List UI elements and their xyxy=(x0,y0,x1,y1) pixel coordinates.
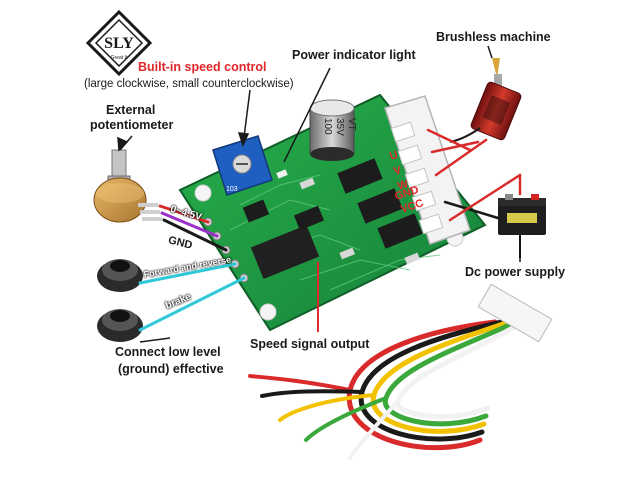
terminal-label-u: U xyxy=(388,149,399,163)
mount-hole xyxy=(259,303,277,321)
trimmer-marking: 103 xyxy=(226,186,238,193)
small-chip xyxy=(293,205,325,231)
label-brushless-machine: Brushless machine xyxy=(436,30,551,44)
callout-lines xyxy=(117,45,521,343)
external-potentiometer xyxy=(93,149,162,223)
driver-chip xyxy=(357,188,403,224)
smd-part xyxy=(404,252,420,265)
logo-sub-text: Great It xyxy=(111,55,128,61)
label-rotation-note: (large clockwise, small counterclockwise… xyxy=(84,78,294,90)
smd-part xyxy=(339,247,355,260)
wire-red-motor-u xyxy=(426,128,472,152)
smd-part xyxy=(299,177,315,190)
wire-cyan-forward xyxy=(138,262,237,285)
terminal-label-w: W xyxy=(396,178,410,193)
cable-harness xyxy=(248,283,553,460)
logo-brand-text: SLY xyxy=(104,35,134,52)
wire-red-pot xyxy=(158,204,210,224)
capacitor-text-2: 35V xyxy=(334,118,345,136)
label-speed-signal-output: Speed signal output xyxy=(250,337,370,351)
speed-trimmer: 103 xyxy=(212,135,273,196)
label-dc-power-supply: Dc power supply xyxy=(465,265,566,279)
brand-logo: SLY Great It xyxy=(85,9,153,77)
wire-red-motor-w xyxy=(434,138,488,177)
brake-switch xyxy=(97,309,143,342)
driver-chip xyxy=(377,213,423,249)
label-connect-low-line1: Connect low level xyxy=(115,345,221,359)
label-external-pot-line1: External xyxy=(106,103,156,117)
wire-red-motor-v xyxy=(430,140,480,154)
electrolytic-capacitor: 100 35V VT xyxy=(309,99,357,161)
mount-hole xyxy=(194,184,212,202)
capacitor-text-1: 100 xyxy=(322,118,333,135)
wire-cyan-brake xyxy=(138,276,246,332)
wires xyxy=(138,128,522,332)
label-builtin-speed-control: Built-in speed control xyxy=(138,60,267,74)
power-led xyxy=(276,169,288,179)
terminal-label-v: V xyxy=(392,164,403,178)
forward-reverse-switch xyxy=(97,259,143,292)
wire-black-supply xyxy=(443,200,500,220)
main-ic xyxy=(250,224,320,280)
wire-black-gnd xyxy=(162,218,228,252)
brushless-motor xyxy=(449,58,522,143)
label-power-indicator: Power indicator light xyxy=(292,48,416,62)
wire-red-supply-2 xyxy=(448,173,522,222)
battery xyxy=(498,194,546,258)
motor-power-connector xyxy=(384,95,471,245)
label-connect-low-line2: (ground) effective xyxy=(118,362,224,376)
capacitor-text-3: VT xyxy=(346,118,357,131)
driver-chip xyxy=(337,158,383,194)
wire-purple-pot xyxy=(160,211,219,238)
small-chip xyxy=(242,199,270,223)
label-external-pot-line2: potentiometer xyxy=(90,118,174,132)
